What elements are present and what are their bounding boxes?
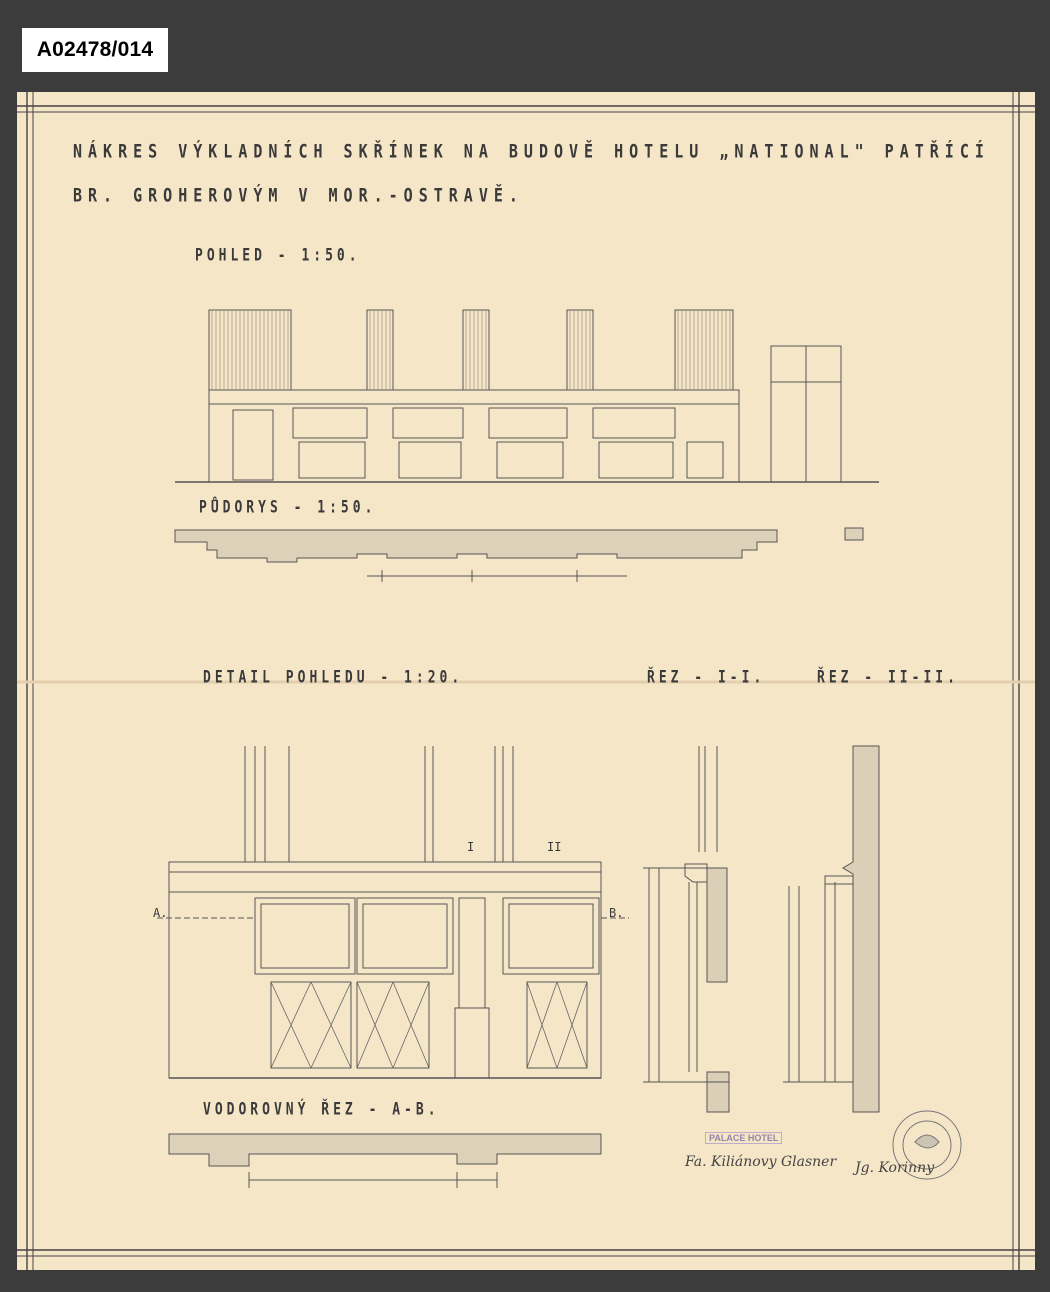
detail-view-label: DETAIL POHLEDU - 1:20. [203, 668, 464, 688]
elevation-hatching [211, 310, 731, 390]
drawing-title-line-2: BR. GROHEROVÝM V MOR.-OSTRAVĚ. [73, 184, 524, 207]
horizontal-section-label: VODOROVNÝ ŘEZ - A-B. [203, 1100, 440, 1120]
section-mark-1: I [467, 840, 475, 854]
drawing-sheet: NÁKRES VÝKLADNÍCH SKŘÍNEK NA BUDOVĚ HOTE… [17, 92, 1035, 1270]
point-b-label: B. [609, 906, 624, 920]
signature-owner: Fa. Kiliánovy Glasner [685, 1154, 837, 1170]
detail-diagonals [270, 981, 588, 1069]
section-1 [643, 746, 730, 1113]
archive-id-label: A02478/014 [22, 28, 168, 72]
detail-elevation [157, 746, 629, 1079]
section-2-label: ŘEZ - II-II. [817, 668, 959, 688]
plan-label: PŮDORYS - 1:50. [199, 498, 377, 518]
elevation-view [175, 309, 879, 483]
signature-approver: Jg. Korinny [855, 1160, 935, 1176]
horizontal-section [168, 1133, 602, 1188]
section-2 [783, 745, 880, 1113]
hotel-stamp: PALACE HOTEL [705, 1132, 783, 1144]
section-1-label: ŘEZ - I-I. [647, 668, 766, 688]
plan-view [174, 527, 864, 582]
round-seal [892, 1110, 962, 1180]
section-mark-2: II [547, 840, 562, 854]
drawing-title-line-1: NÁKRES VÝKLADNÍCH SKŘÍNEK NA BUDOVĚ HOTE… [73, 140, 990, 163]
drawing-linework [17, 92, 1035, 1270]
point-a-label: A. [153, 906, 168, 920]
view-label: POHLED - 1:50. [195, 246, 361, 266]
